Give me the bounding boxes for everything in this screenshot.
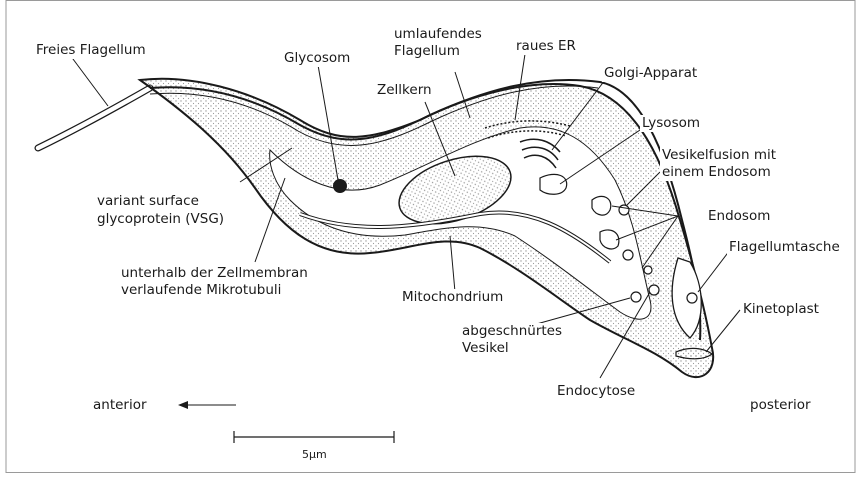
label-zellkern: Zellkern xyxy=(375,82,434,99)
label-freies-flagellum: Freies Flagellum xyxy=(34,42,148,59)
label-vsg-line1: variant surface xyxy=(95,193,201,210)
scale-bar-label: 5µm xyxy=(300,446,329,463)
label-anterior: anterior xyxy=(91,397,149,414)
label-lysosom: Lysosom xyxy=(640,115,702,132)
label-mikrotubuli-line2: verlaufende Mikrotubuli xyxy=(119,282,283,299)
label-kinetoplast: Kinetoplast xyxy=(741,301,821,318)
label-flagellumtasche: Flagellumtasche xyxy=(727,239,842,256)
label-endocytose: Endocytose xyxy=(555,383,637,400)
scale-bar-line xyxy=(234,431,394,443)
lysosome xyxy=(540,174,567,194)
label-posterior: posterior xyxy=(748,397,813,414)
label-umlaufendes-line2: Flagellum xyxy=(392,43,462,60)
label-glycosom: Glycosom xyxy=(282,50,352,67)
label-endosom: Endosom xyxy=(706,208,772,225)
label-raues-er: raues ER xyxy=(514,38,578,55)
label-mitochondrium: Mitochondrium xyxy=(400,289,505,306)
label-mikrotubuli-line1: unterhalb der Zellmembran xyxy=(119,265,310,282)
label-vsg-line2: glycoprotein (VSG) xyxy=(95,211,226,228)
label-umlaufendes-line1: umlaufendes xyxy=(392,26,484,43)
glycosome xyxy=(333,179,347,193)
label-golgi: Golgi-Apparat xyxy=(602,65,699,82)
label-vesikel-line2: Vesikel xyxy=(460,340,511,357)
anterior-arrow xyxy=(178,401,236,409)
label-vesikelfusion-line1: Vesikelfusion mit xyxy=(660,147,778,164)
label-vesikel-line1: abgeschnürtes xyxy=(460,323,564,340)
endosome xyxy=(592,196,611,215)
label-vesikelfusion-line2: einem Endosom xyxy=(660,164,773,181)
